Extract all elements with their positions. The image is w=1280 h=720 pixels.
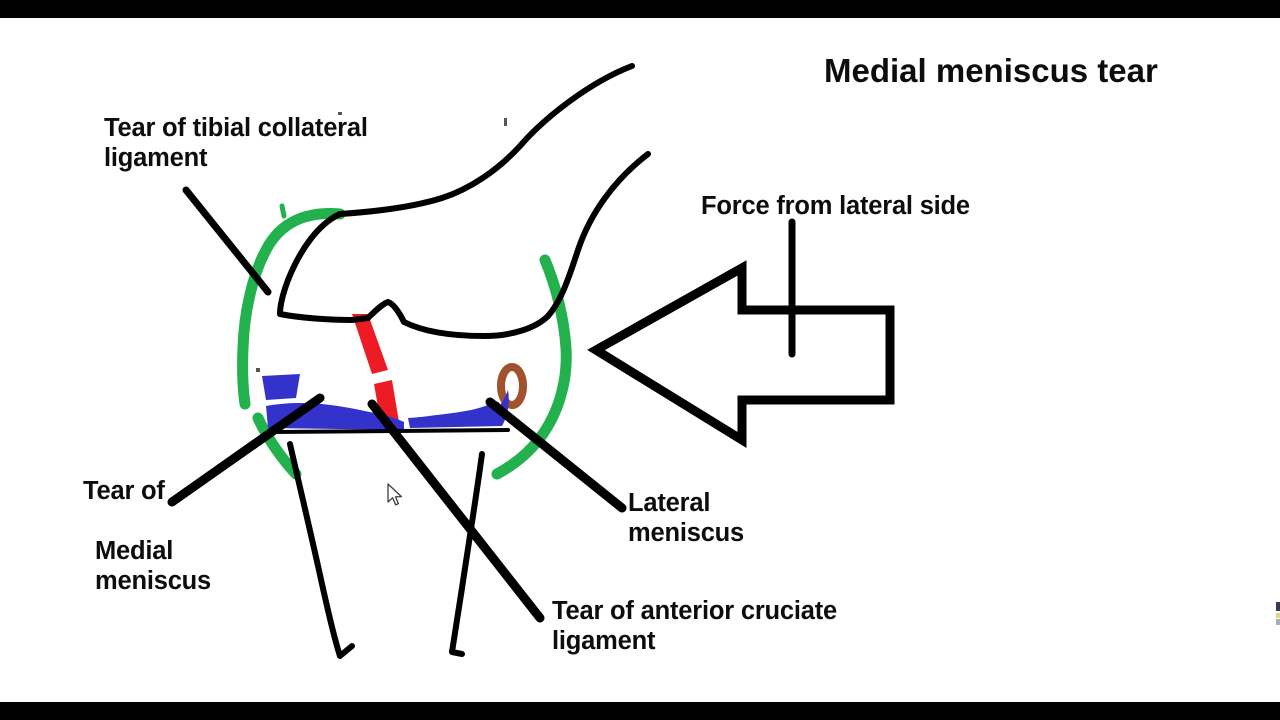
leader-medial-meniscus — [167, 393, 325, 507]
letterbox-bottom — [0, 702, 1280, 720]
knee-joint-diagram — [167, 63, 895, 659]
stray-marks — [256, 112, 507, 372]
leader-tibial-collateral — [182, 186, 272, 296]
leader-lines — [167, 186, 796, 623]
fibula-head — [497, 363, 527, 409]
label-tear-of-medial-meniscus: Tear of Medial meniscus — [83, 446, 211, 596]
tibial-collateral-ligament-torn — [237, 203, 346, 480]
letterbox-top — [0, 0, 1280, 18]
leader-lateral-meniscus — [485, 397, 627, 513]
label-tear-of-tibial-collateral-ligament: Tear of tibial collateral ligament — [104, 114, 368, 173]
label-medial-line-3: meniscus — [95, 567, 212, 596]
label-tear-of-anterior-cruciate-ligament: Tear of anterior cruciate ligament — [552, 597, 838, 656]
femur-outline — [277, 63, 651, 339]
tibia-outline — [287, 441, 485, 659]
label-medial-line-2: Medial — [95, 537, 174, 566]
leader-acl — [367, 399, 545, 623]
page-title: Medial meniscus tear — [824, 52, 1158, 89]
label-force-from-lateral-side: Force from lateral side — [701, 192, 970, 220]
whiteboard-canvas: Medial meniscus tear Tear of tibial coll… — [0, 18, 1280, 702]
lateral-meniscus-intact — [408, 390, 509, 428]
force-arrow — [587, 260, 895, 449]
label-medial-line-1: Tear of — [83, 477, 165, 506]
label-lateral-meniscus: Lateral meniscus — [628, 489, 745, 548]
edge-artifact — [1276, 602, 1280, 625]
